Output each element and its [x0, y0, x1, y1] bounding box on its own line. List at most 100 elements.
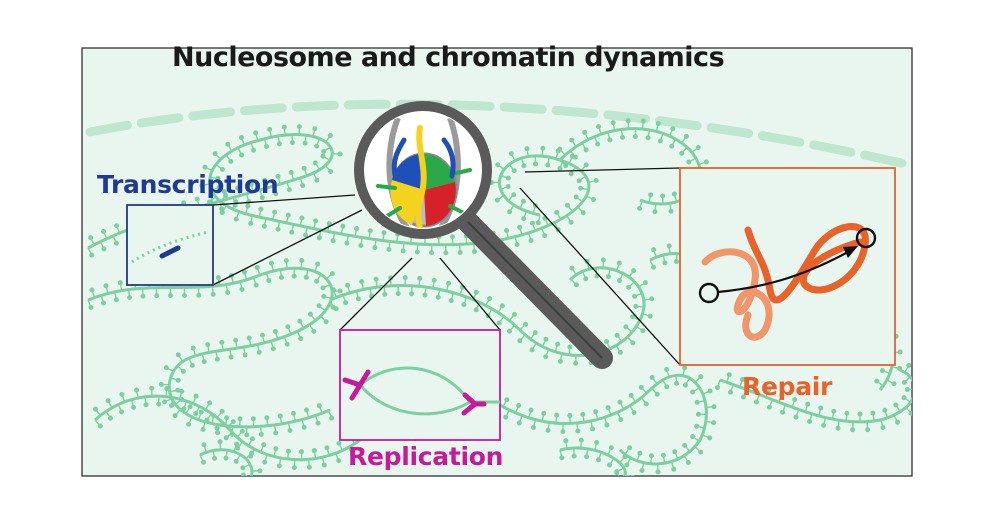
nucleosome-bead: [299, 337, 303, 341]
nucleosome-bead: [255, 266, 259, 270]
nucleosome-bead: [213, 457, 217, 461]
nucleosome-bead: [240, 136, 244, 140]
nucleosome-bead: [592, 198, 596, 202]
nucleosome-bead: [579, 186, 583, 190]
nucleosome-bead: [317, 236, 321, 240]
nucleosome-bead: [566, 203, 570, 207]
nucleosome-bead: [322, 150, 326, 154]
nucleosome-bead: [683, 444, 687, 448]
nucleosome-bead: [212, 414, 216, 418]
nucleosome-bead: [650, 454, 654, 458]
nucleosome-bead: [410, 292, 414, 296]
nucleosome-bead: [652, 265, 656, 269]
nucleosome-bead: [109, 416, 113, 420]
nucleosome-bead: [252, 417, 256, 421]
nucleosome-bead: [505, 229, 509, 233]
nucleosome-bead: [317, 404, 321, 408]
nucleosome-bead: [444, 251, 448, 255]
nucleosome-bead: [902, 396, 906, 400]
nucleosome-bead: [170, 404, 174, 408]
nucleosome-bead: [655, 392, 659, 396]
nucleosome-bead: [273, 210, 277, 214]
nucleosome-bead: [211, 293, 215, 297]
nucleosome-bead: [536, 221, 540, 225]
nucleosome-bead: [208, 200, 212, 204]
nucleosome-bead: [522, 164, 526, 168]
nucleosome-bead: [667, 244, 671, 248]
nucleosome-bead: [201, 428, 205, 432]
nucleosome-bead: [515, 243, 519, 247]
nucleosome-bead: [315, 279, 319, 283]
nucleosome-tick: [914, 396, 921, 398]
nucleosome-bead: [583, 131, 587, 135]
nucleosome-bead: [699, 450, 703, 454]
nucleosome-bead: [572, 454, 576, 458]
nucleosome-bead: [907, 364, 911, 368]
nucleosome-bead: [246, 204, 250, 208]
nucleosome-bead: [270, 261, 274, 265]
nucleosome-bead: [249, 222, 253, 226]
nucleosome-bead: [496, 163, 500, 167]
nucleosome-bead: [224, 436, 228, 440]
nucleosome-bead: [141, 294, 145, 298]
nucleosome-bead: [98, 424, 102, 428]
nucleosome-bead: [697, 412, 701, 416]
nucleosome-bead: [157, 402, 161, 406]
nucleosome-bead: [640, 469, 644, 473]
nucleosome-bead: [300, 450, 304, 454]
nucleosome-bead: [215, 426, 219, 430]
nucleosome-bead: [569, 220, 573, 224]
nucleosome-bead: [866, 428, 870, 432]
nucleosome-bead: [542, 412, 546, 416]
nucleosome-bead: [94, 407, 98, 411]
nucleosome-bead: [513, 313, 517, 317]
nucleosome-bead: [300, 216, 304, 220]
nucleosome-bead: [360, 280, 364, 284]
nucleosome-bead: [302, 166, 306, 170]
nucleosome-bead: [712, 405, 716, 409]
nucleosome-bead: [176, 378, 180, 382]
nucleosome-bead: [832, 409, 836, 413]
nucleosome-bead: [315, 144, 319, 148]
nucleosome-bead: [194, 394, 198, 398]
label-repair: Repair: [742, 372, 832, 401]
nucleosome-bead: [505, 398, 509, 402]
nucleosome-bead: [302, 425, 306, 429]
nucleosome-bead: [687, 461, 691, 465]
nucleosome-bead: [608, 138, 612, 142]
nucleosome-bead: [508, 329, 512, 333]
nucleosome-bead: [259, 433, 263, 437]
nucleosome-bead: [368, 229, 372, 233]
nucleosome-bead: [224, 456, 228, 460]
nucleosome-bead: [263, 460, 267, 464]
nucleosome-bead: [574, 195, 578, 199]
nucleosome-bead: [591, 427, 595, 431]
nucleosome-bead: [289, 171, 293, 175]
nucleosome-bead: [341, 224, 345, 228]
nucleosome-bead: [684, 383, 688, 387]
nucleosome-bead: [543, 234, 547, 238]
nucleosome-bead: [623, 455, 627, 459]
nucleosome-bead: [102, 301, 106, 305]
nucleosome-bead: [819, 406, 823, 410]
nucleosome-bead: [322, 463, 326, 467]
nucleosome-bead: [262, 443, 266, 447]
nucleosome-bead: [671, 127, 675, 131]
nucleosome-bead: [506, 185, 510, 189]
nucleosome-bead: [845, 411, 849, 415]
nucleosome-bead: [544, 338, 548, 342]
nucleosome-bead: [663, 261, 667, 265]
nucleosome-bead: [278, 464, 282, 468]
nucleosome-bead: [641, 329, 645, 333]
nucleosome-bead: [309, 312, 313, 316]
nucleosome-bead: [525, 147, 529, 151]
nucleosome-bead: [507, 176, 511, 180]
nucleosome-bead: [673, 192, 677, 196]
nucleosome-bead: [673, 450, 677, 454]
nucleosome-bead: [474, 308, 478, 312]
nucleosome-bead: [524, 322, 528, 326]
nucleosome-bead: [220, 211, 224, 215]
nucleosome-bead: [462, 303, 466, 307]
nucleosome-bead: [288, 429, 292, 433]
